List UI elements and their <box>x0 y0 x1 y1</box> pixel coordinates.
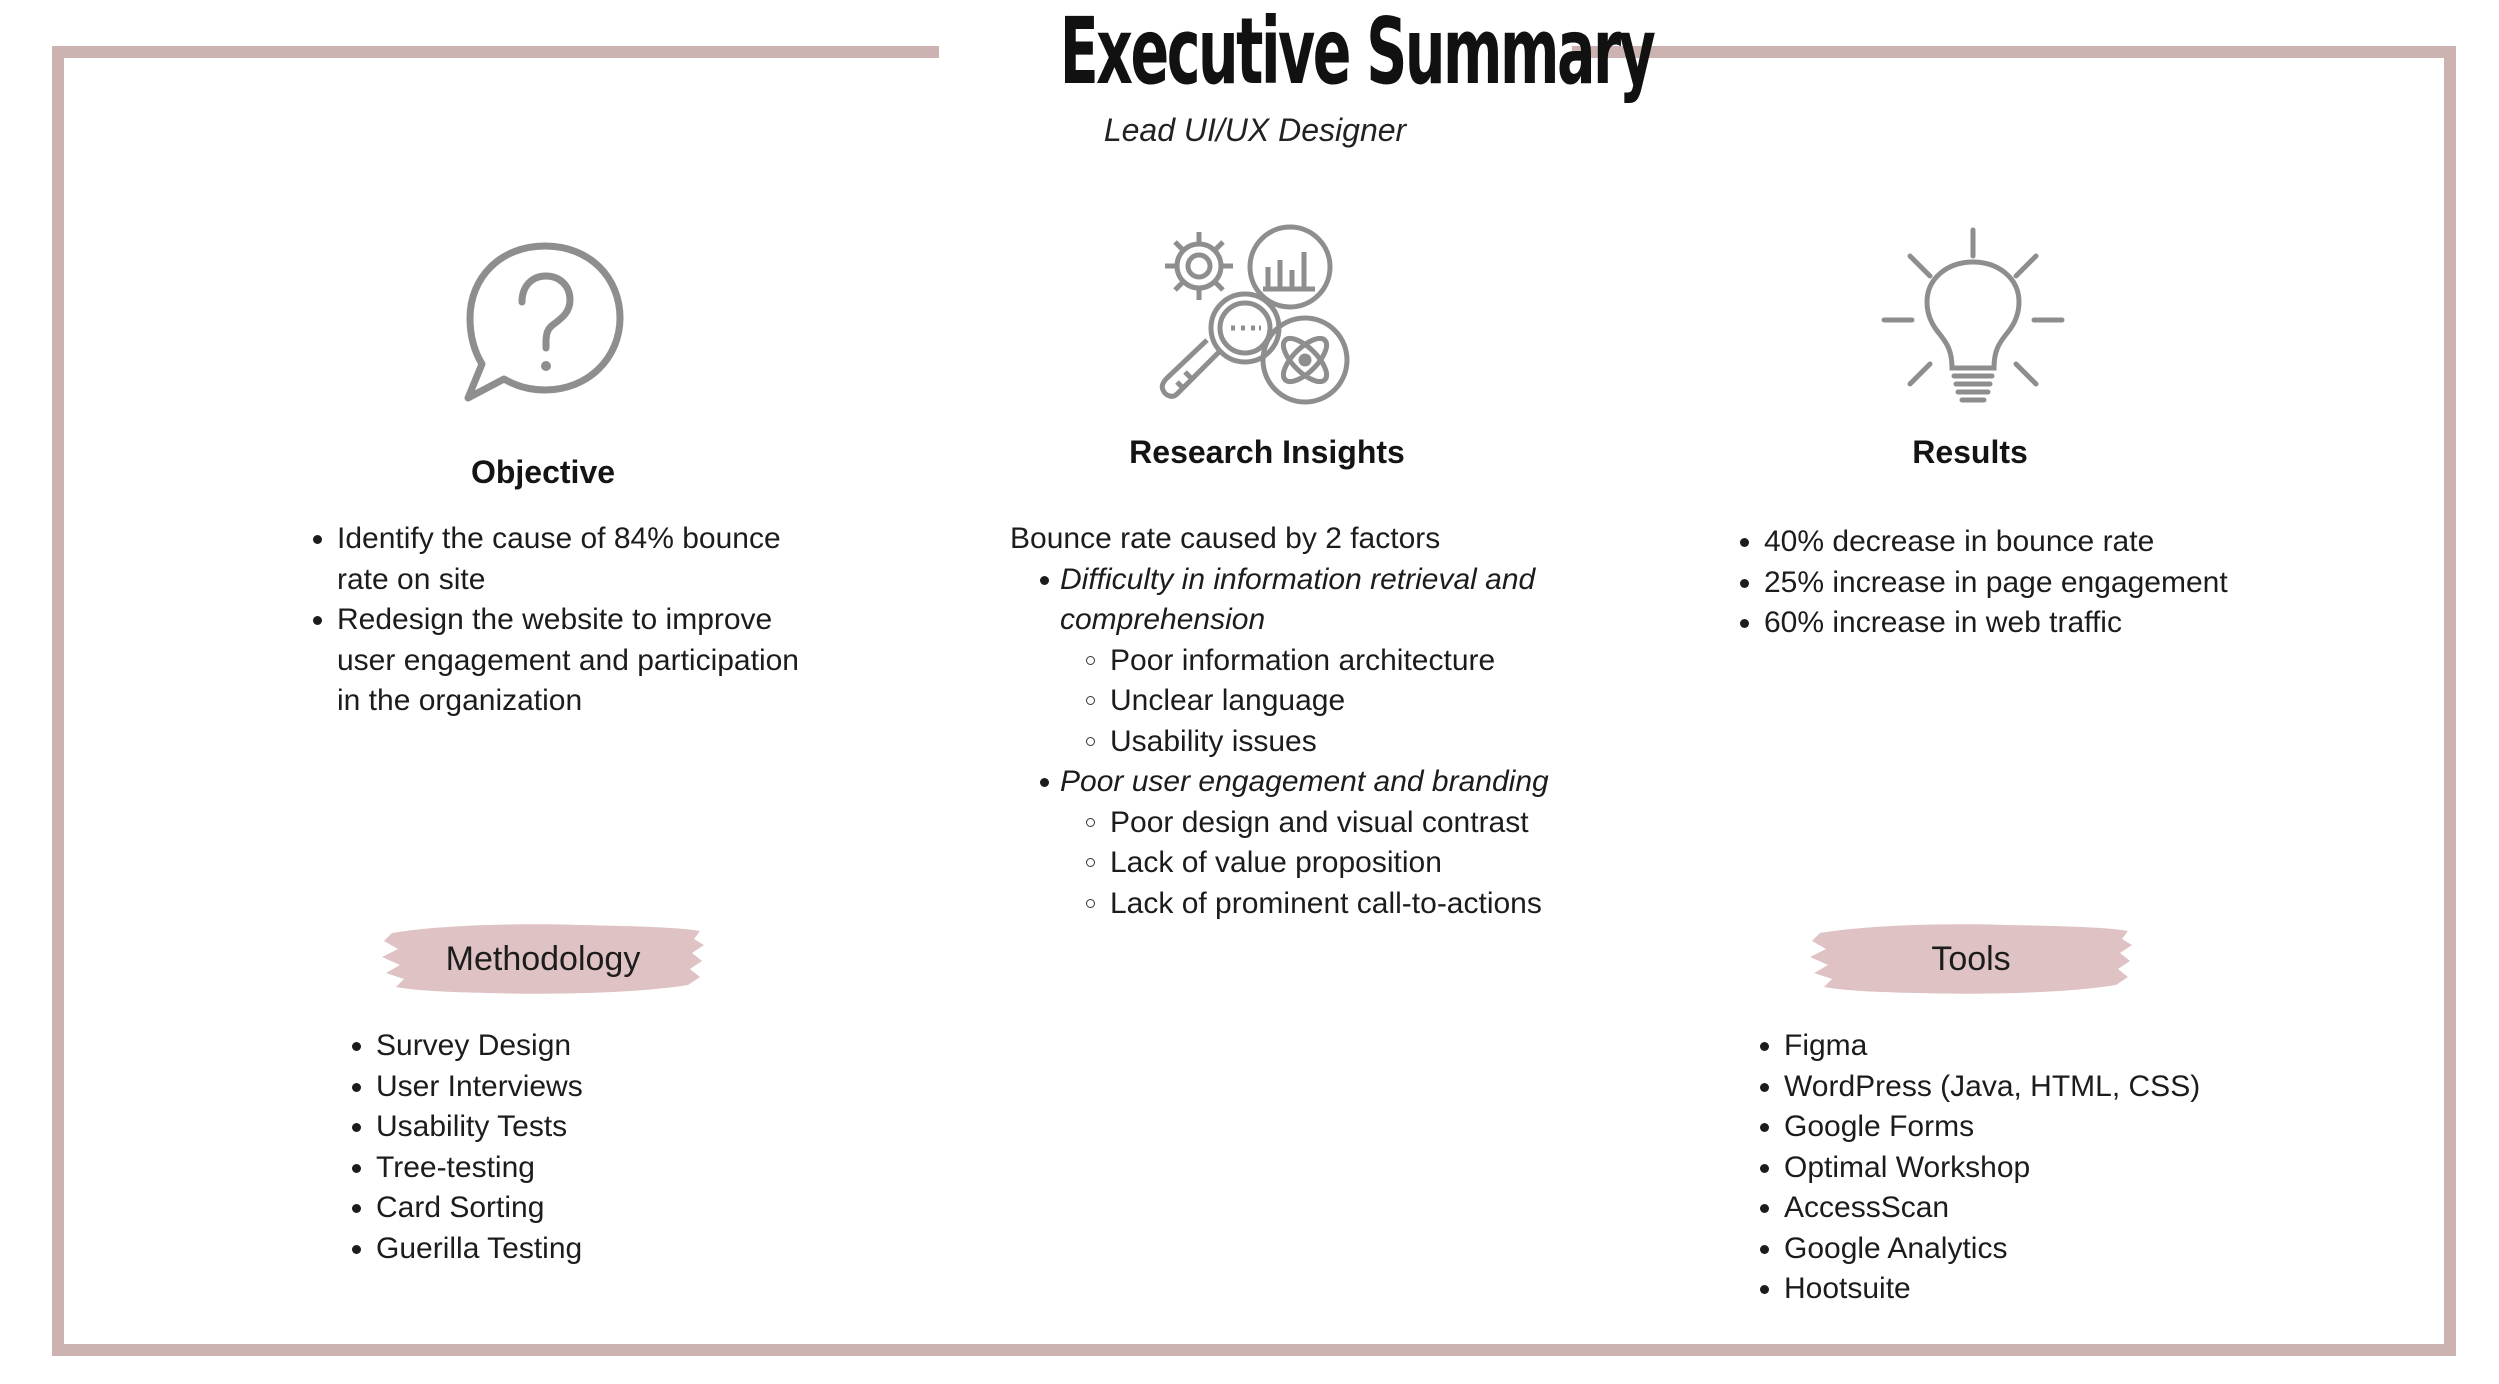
list-item: Hootsuite <box>1757 1269 2357 1310</box>
list-item: Optimal Workshop <box>1757 1148 2357 1189</box>
page-subtitle: Lead UI/UX Designer <box>1103 112 1407 148</box>
objective-list: Identify the cause of 84% bounce rate on… <box>310 519 830 722</box>
list-item: Google Forms <box>1757 1107 2357 1148</box>
results-list: 40% decrease in bounce rate 25% increase… <box>1737 522 2337 644</box>
page-title: Executive Summary <box>1059 0 1656 105</box>
frame-top-left-border <box>52 46 939 58</box>
list-item: Redesign the website to improve user eng… <box>310 600 830 722</box>
frame-left-border <box>52 46 64 1356</box>
list-item: Lack of prominent call-to-actions <box>1084 884 1650 925</box>
frame-right-border <box>2444 46 2456 1356</box>
frame-bottom-border <box>52 1344 2456 1356</box>
research-factor: Difficulty in information retrieval and … <box>1036 560 1650 763</box>
research-insights-heading: Research Insights <box>1129 434 1405 470</box>
list-item: 40% decrease in bounce rate <box>1737 522 2337 563</box>
frame-top-right-border <box>1572 46 2456 58</box>
list-item: Figma <box>1757 1026 2357 1067</box>
methodology-heading: Methodology <box>445 939 641 978</box>
tools-heading: Tools <box>1931 939 2011 978</box>
list-item: User Interviews <box>349 1067 749 1108</box>
tools-list: Figma WordPress (Java, HTML, CSS) Google… <box>1757 1026 2357 1310</box>
list-item: Unclear language <box>1084 681 1650 722</box>
research-factor-list: Difficulty in information retrieval and … <box>1010 560 1650 925</box>
list-item: Poor design and visual contrast <box>1084 803 1650 844</box>
research-intro: Bounce rate caused by 2 factors <box>1010 522 1441 555</box>
question-speech-bubble-icon <box>460 238 630 408</box>
list-item: Card Sorting <box>349 1188 749 1229</box>
list-item: Usability issues <box>1084 722 1650 763</box>
tools-label: Tools <box>1806 919 2136 999</box>
results-heading: Results <box>1912 434 2028 470</box>
list-item: WordPress (Java, HTML, CSS) <box>1757 1067 2357 1108</box>
list-item: Poor information architecture <box>1084 641 1650 682</box>
factor-label: Poor user engagement and branding <box>1060 765 1549 798</box>
objective-heading: Objective <box>470 454 616 490</box>
methodology-label: Methodology <box>378 919 708 999</box>
lightbulb-icon <box>1880 226 2066 412</box>
list-item: Lack of value proposition <box>1084 843 1650 884</box>
brush-stroke-background <box>382 924 704 994</box>
list-item: Guerilla Testing <box>349 1229 749 1270</box>
brush-stroke-background <box>1810 924 2132 994</box>
methodology-list: Survey Design User Interviews Usability … <box>349 1026 749 1269</box>
research-insights-content: Bounce rate caused by 2 factors Difficul… <box>1010 519 1650 924</box>
factor-label: Difficulty in information retrieval and … <box>1060 562 1536 637</box>
list-item: Usability Tests <box>349 1107 749 1148</box>
list-item: 25% increase in page engagement <box>1737 563 2337 604</box>
factor-sub-list: Poor information architecture Unclear la… <box>1060 641 1650 763</box>
list-item: Identify the cause of 84% bounce rate on… <box>310 519 830 600</box>
list-item: Survey Design <box>349 1026 749 1067</box>
list-item: 60% increase in web traffic <box>1737 603 2337 644</box>
research-factor: Poor user engagement and branding Poor d… <box>1036 762 1650 924</box>
list-item: AccessScan <box>1757 1188 2357 1229</box>
list-item: Tree-testing <box>349 1148 749 1189</box>
list-item: Google Analytics <box>1757 1229 2357 1270</box>
factor-sub-list: Poor design and visual contrast Lack of … <box>1060 803 1650 925</box>
research-analysis-icon <box>1155 222 1355 417</box>
